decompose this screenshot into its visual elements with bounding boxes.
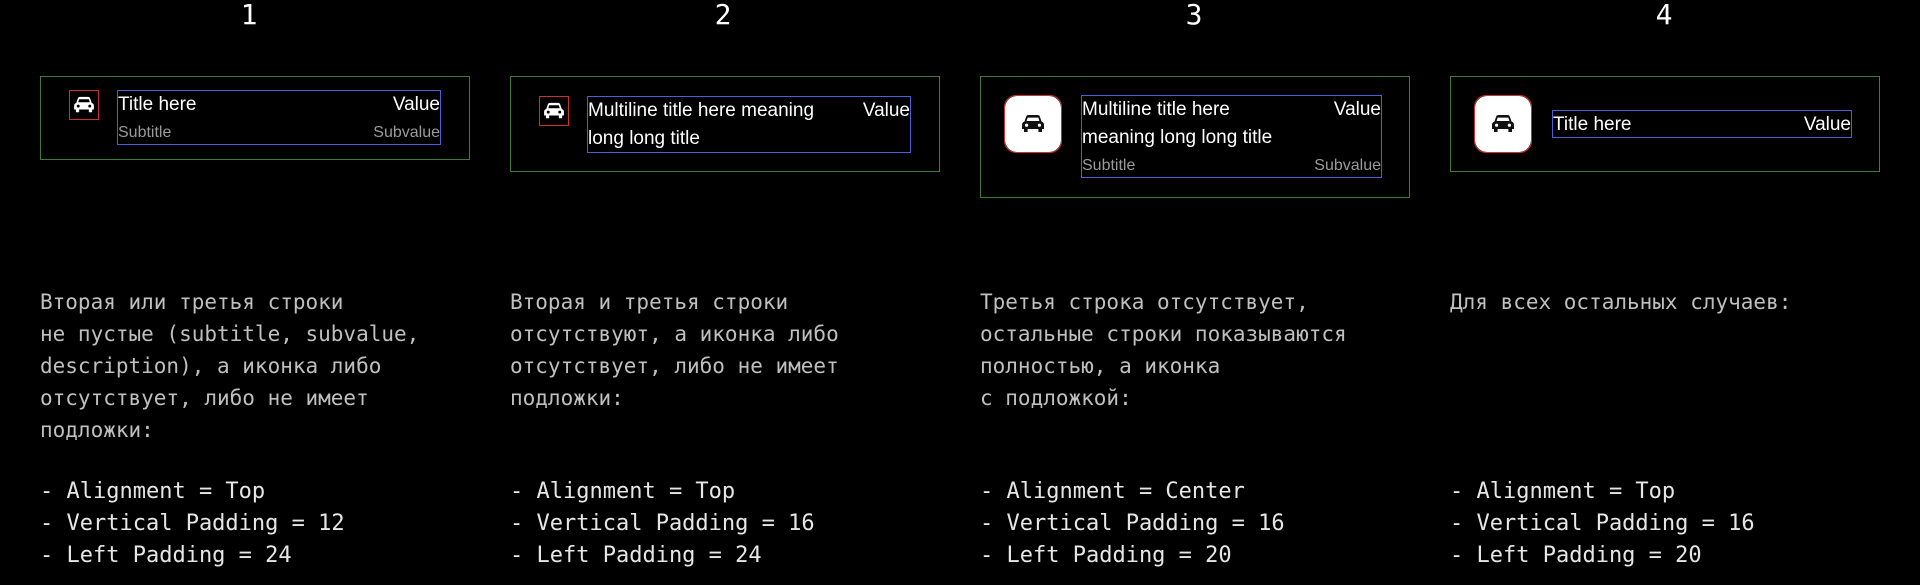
list-item-title: Title here [118,94,197,115]
rule-left-padding: - Left Padding = 20 [980,543,1232,568]
column-rules: - Alignment = Top - Vertical Padding = 1… [1450,476,1900,572]
list-item-title: long long title [588,128,700,149]
column-number: 2 [714,0,732,31]
column-rules: - Alignment = Top - Vertical Padding = 1… [510,476,960,572]
rule-vertical-padding: - Vertical Padding = 16 [980,511,1285,536]
description-line: не пустые (subtitle, subvalue, [40,322,420,346]
column-description: Вторая или третья строки не пустые (subt… [40,286,490,446]
car-icon [1474,95,1532,153]
list-item-subtitle: Subtitle [1082,157,1136,174]
icon-plate [1475,96,1531,152]
icon-plate [1005,96,1061,152]
rule-left-padding: - Left Padding = 20 [1450,543,1702,568]
column-number: 3 [1185,0,1203,31]
column-number: 4 [1655,0,1673,31]
description-line: Вторая или третья строки [40,290,344,314]
text-block: Multiline title here meaning long long t… [587,96,911,153]
rule-alignment: - Alignment = Top [40,479,266,504]
description-line: остальные строки показываются [980,322,1347,346]
column-rules: - Alignment = Center - Vertical Padding … [980,476,1430,572]
description-line: отсутствуют, а иконка либо [510,322,839,346]
list-item-example-3: Multiline title here meaning long long t… [980,76,1410,198]
rule-vertical-padding: - Vertical Padding = 16 [510,511,815,536]
description-line: Для всех остальных случаев: [1450,290,1792,314]
description-line: description), а иконка либо [40,354,382,378]
list-item-title: Multiline title here [1082,99,1230,120]
rule-alignment: - Alignment = Top [1450,479,1676,504]
column-description: Для всех остальных случаев: [1450,286,1900,318]
column-number: 1 [240,0,258,31]
text-block: Multiline title here meaning long long t… [1081,95,1382,178]
list-item-title: meaning long long title [1082,127,1273,148]
column-rules: - Alignment = Top - Vertical Padding = 1… [40,476,490,572]
description-line: подложки: [510,386,624,410]
description-line: с подложкой: [980,386,1132,410]
rule-left-padding: - Left Padding = 24 [40,543,292,568]
rule-left-padding: - Left Padding = 24 [510,543,762,568]
list-item-subvalue: Subvalue [373,124,440,141]
text-block: Title here Value [1552,110,1852,138]
car-icon [69,90,99,120]
list-item-example-1: Title here Value Subtitle Subvalue [40,76,470,160]
description-line: Третья строка отсутствует, [980,290,1309,314]
list-item-title: Multiline title here meaning [588,100,815,121]
rule-vertical-padding: - Vertical Padding = 12 [40,511,345,536]
list-item-value: Value [862,100,910,121]
description-line: подложки: [40,418,154,442]
description-line: отсутствует, либо не имеет [40,386,369,410]
list-item-subtitle: Subtitle [118,124,172,141]
list-item-subvalue: Subvalue [1314,157,1381,174]
rule-alignment: - Alignment = Center [980,479,1245,504]
rule-vertical-padding: - Vertical Padding = 16 [1450,511,1755,536]
description-line: полностью, а иконка [980,354,1221,378]
list-item-value: Value [1333,99,1381,120]
list-item-example-4: Title here Value [1450,76,1880,172]
car-icon [539,96,569,126]
car-icon [1004,95,1062,153]
list-item-value: Value [392,94,440,115]
column-description: Третья строка отсутствует, остальные стр… [980,286,1430,414]
description-line: отсутствует, либо не имеет [510,354,839,378]
column-description: Вторая и третья строки отсутствуют, а ик… [510,286,960,414]
list-item-value: Value [1803,114,1851,135]
rule-alignment: - Alignment = Top [510,479,736,504]
description-line: Вторая и третья строки [510,290,789,314]
list-item-example-2: Multiline title here meaning long long t… [510,76,940,172]
list-item-title: Title here [1553,114,1632,135]
text-block: Title here Value Subtitle Subvalue [117,90,441,145]
